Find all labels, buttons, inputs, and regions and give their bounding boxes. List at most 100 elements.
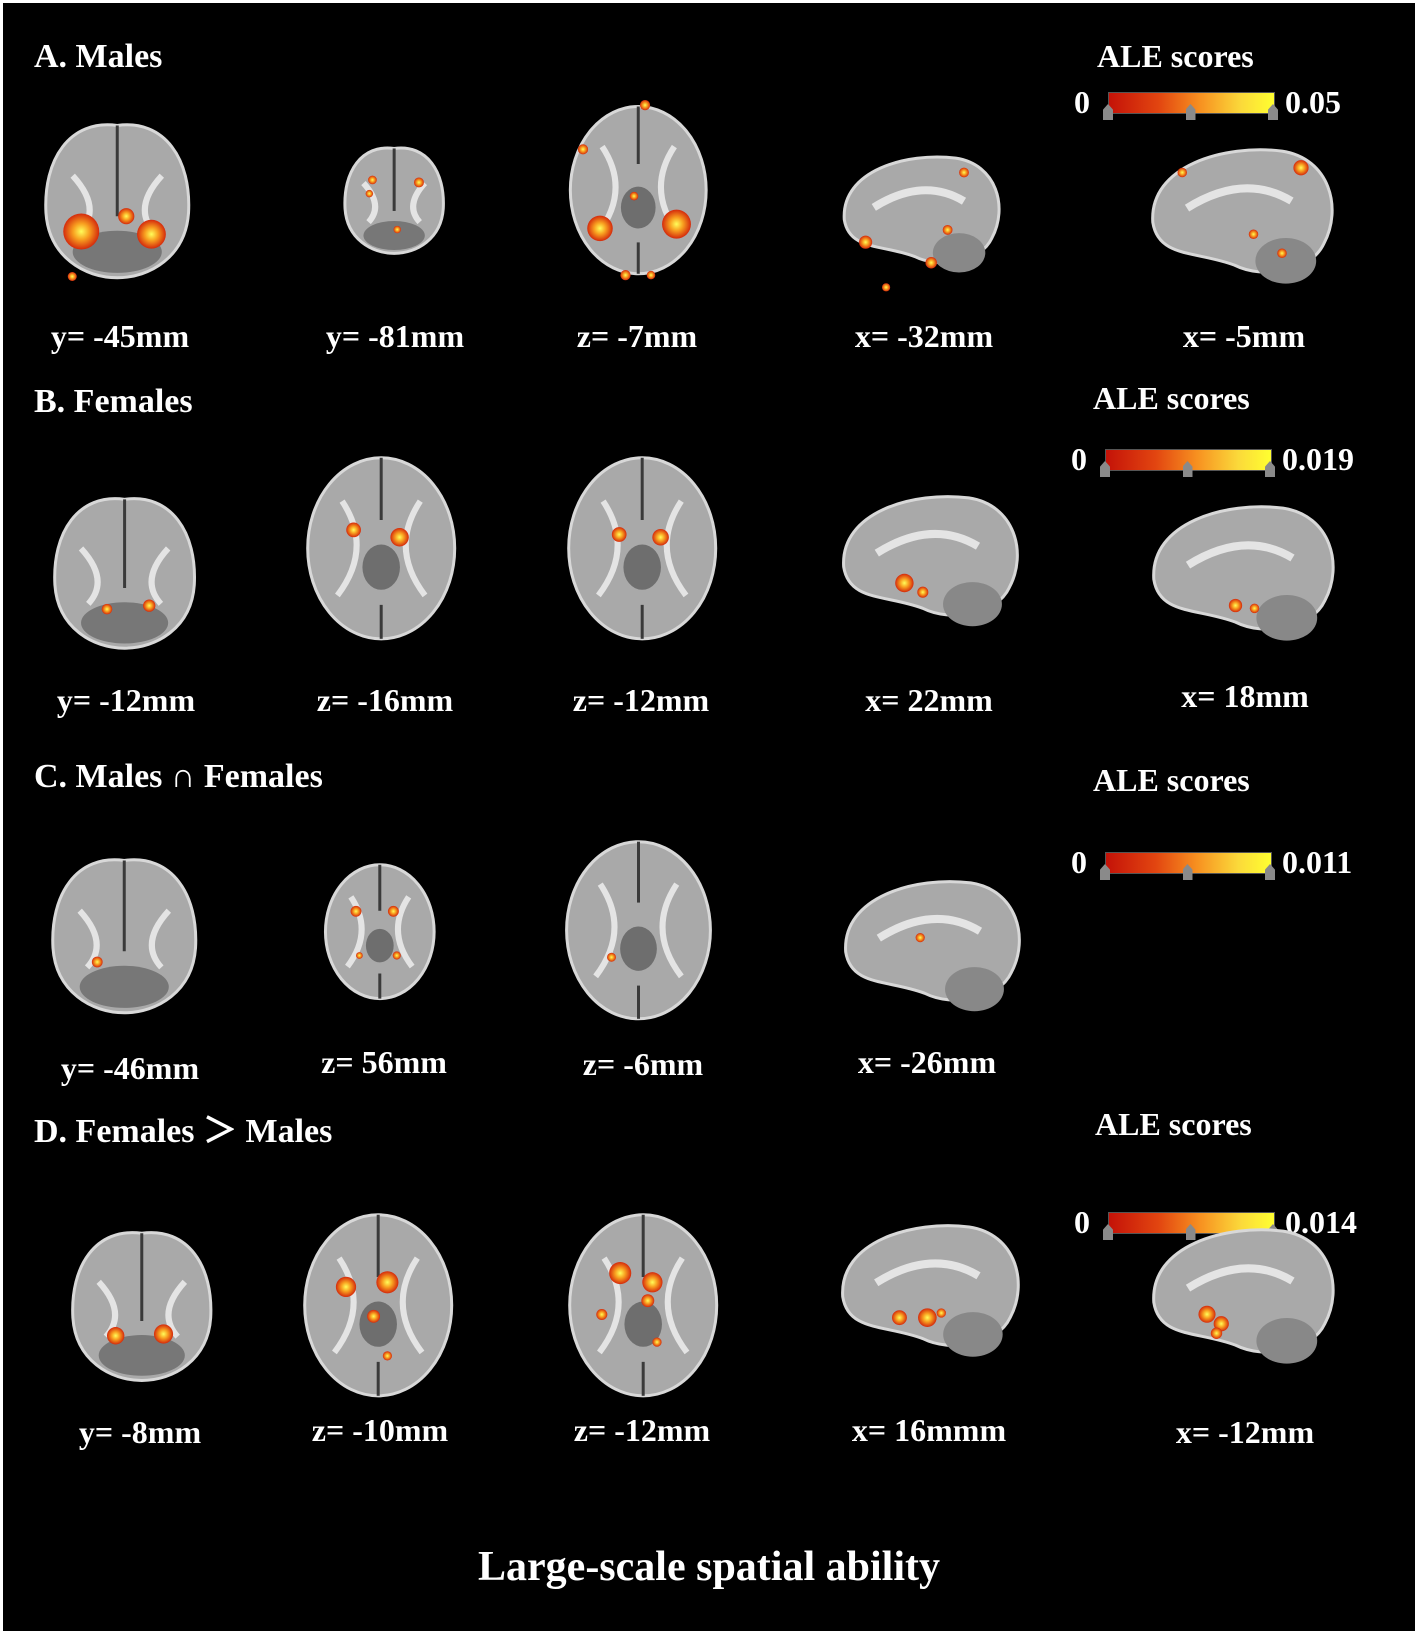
activation-blob (365, 190, 373, 198)
brain-slice-sagittal (844, 880, 1021, 1012)
brain-slice-coronal (51, 858, 197, 1015)
activation-blob (356, 952, 363, 960)
slice-coordinate-label: x= -26mm (857, 1044, 997, 1080)
slice-coordinate-label: y= -46mm (60, 1050, 200, 1086)
brain-slice-axial (324, 863, 436, 1001)
section-title: D. Females ＞ Males (34, 1113, 333, 1150)
brain-slice-axial (302, 1212, 453, 1398)
section-title: C. Males ∩ Females (34, 758, 323, 795)
slice-coordinate-label: x= -12mm (1175, 1414, 1315, 1450)
activation-blob (1198, 1305, 1216, 1323)
activation-blob (959, 167, 969, 177)
activation-blob (882, 282, 891, 291)
activation-blob (587, 215, 613, 241)
activation-blob (335, 1276, 356, 1297)
brain-slice-axial (305, 455, 456, 641)
colorbar-tick (1185, 1224, 1196, 1240)
brain-slice-sagittal (842, 155, 1001, 291)
slice-coordinate-label: y= -12mm (56, 682, 196, 718)
colorbar-tick (1100, 864, 1110, 880)
activation-blob (1213, 1315, 1229, 1332)
brain-slice-sagittal (1152, 1228, 1335, 1364)
slice-coordinate-label: x= 22mm (865, 682, 993, 718)
activation-blob (1210, 1327, 1223, 1339)
activation-blob (1249, 603, 1260, 613)
activation-blob (1177, 167, 1187, 177)
brain-slice-sagittal (1151, 148, 1334, 284)
activation-blob (346, 522, 361, 537)
activation-blob (1248, 229, 1259, 239)
activation-blob (608, 1261, 632, 1284)
activation-blob (661, 209, 691, 239)
brain-slice-axial (568, 99, 708, 281)
section-title: B. Females (34, 383, 193, 420)
colorbar-tick (1103, 104, 1113, 120)
ale-min-value: 0 (1071, 441, 1087, 477)
activation-blob (892, 1310, 907, 1326)
ale-scores-title: ALE scores (1095, 1106, 1252, 1142)
slice-coordinate-label: z= -6mm (582, 1046, 704, 1082)
figure-caption: Large-scale spatial ability (478, 1544, 940, 1590)
activation-blob (1293, 159, 1309, 176)
activation-blob (393, 226, 401, 234)
slice-coordinate-label: y= -81mm (325, 318, 465, 354)
activation-blob (91, 956, 103, 968)
activation-blob (606, 952, 616, 962)
colorbar-tick (1182, 461, 1193, 477)
activation-blob (382, 1350, 392, 1361)
ale-max-value: 0.019 (1282, 441, 1354, 477)
activation-blob (366, 1309, 380, 1323)
activation-blob (641, 1293, 655, 1307)
activation-blob (350, 906, 362, 918)
activation-blob (918, 1308, 937, 1328)
figure-background (3, 3, 1415, 1631)
activation-blob (652, 528, 669, 546)
activation-blob (915, 933, 925, 943)
activation-blob (154, 1324, 174, 1344)
slice-coordinate-label: z= -10mm (311, 1412, 449, 1448)
colorbar-tick (1265, 461, 1275, 477)
activation-blob (639, 99, 650, 111)
slice-coordinate-label: z= -7mm (576, 318, 698, 354)
ale-max-value: 0.011 (1282, 844, 1353, 880)
activation-blob (367, 175, 377, 185)
activation-blob (392, 951, 402, 960)
activation-blob (629, 191, 638, 201)
brain-slice-coronal (343, 146, 445, 256)
slice-coordinate-label: y= -45mm (50, 318, 190, 354)
activation-blob (596, 1308, 608, 1320)
activation-blob (136, 219, 166, 249)
colorbar-tick (1182, 864, 1193, 880)
brain-slice-axial (564, 839, 712, 1021)
activation-blob (388, 906, 400, 918)
brain-slice-sagittal (1152, 505, 1335, 641)
slice-coordinate-label: x= -32mm (854, 318, 994, 354)
section-title: A. Males (34, 38, 163, 75)
brain-slice-axial (566, 455, 717, 641)
activation-blob (642, 1271, 663, 1293)
activation-blob (925, 256, 937, 268)
slice-coordinate-label: z= -12mm (572, 682, 710, 718)
colorbar-tick (1185, 104, 1196, 120)
activation-blob (611, 526, 627, 542)
activation-blob (620, 269, 631, 281)
activation-blob (1277, 248, 1287, 258)
activation-blob (102, 603, 113, 615)
activation-blob (942, 224, 953, 235)
activation-blob (117, 208, 135, 225)
brain-slice-coronal (53, 496, 197, 650)
activation-blob (895, 573, 914, 593)
brain-slice-sagittal (842, 495, 1019, 627)
ale-scores-title: ALE scores (1093, 380, 1250, 416)
activation-blob (63, 213, 99, 250)
ale-min-value: 0 (1071, 844, 1087, 880)
activation-blob (936, 1308, 946, 1318)
slice-coordinate-label: z= -12mm (573, 1412, 711, 1448)
activation-blob (107, 1326, 125, 1345)
slice-coordinate-label: x= 16mmm (851, 1412, 1007, 1448)
colorbar-tick (1265, 864, 1275, 880)
brain-slice-coronal (44, 123, 190, 281)
activation-blob (376, 1270, 399, 1294)
colorbar-tick (1100, 461, 1110, 477)
